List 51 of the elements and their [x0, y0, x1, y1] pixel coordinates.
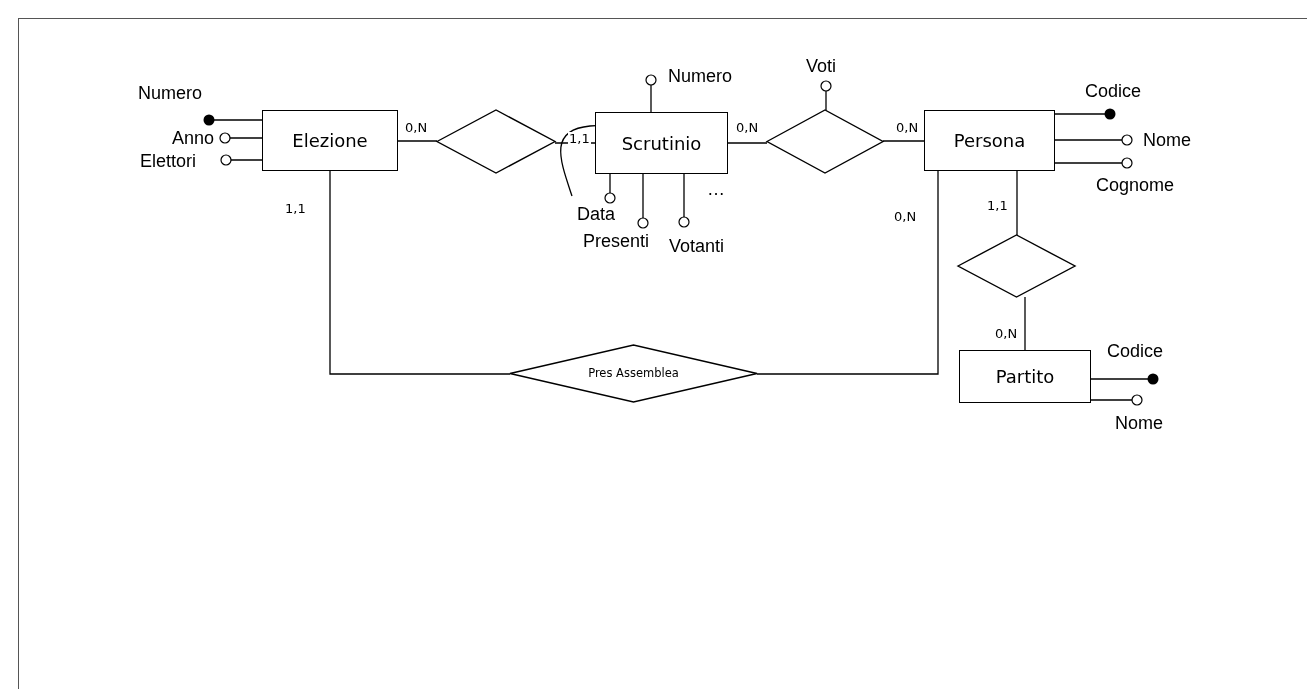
relationship-line: [397, 140, 438, 142]
relationship-line: [554, 142, 596, 144]
attribute-label: Presenti: [583, 232, 650, 250]
cardinality-label: 0,N: [994, 327, 1019, 340]
attribute-connector: [820, 80, 832, 111]
attribute-label: Numero: [668, 67, 733, 85]
entity-box: Scrutinio: [595, 112, 728, 174]
attribute-connector: [1090, 394, 1143, 406]
entity-box: Persona: [924, 110, 1055, 171]
attribute-connector: [1054, 157, 1133, 169]
attribute-label: Voti: [806, 57, 837, 75]
attribute-connector: [604, 173, 616, 204]
attribute-connector: [1090, 373, 1159, 385]
attribute-label: Nome: [1143, 131, 1191, 149]
relationship-diamond: [767, 110, 883, 173]
key-attribute-label: Codice: [1085, 82, 1142, 100]
attribute-connector: [219, 132, 263, 144]
attribute-label: Nome: [1115, 414, 1163, 432]
key-attribute-label: Codice: [1107, 342, 1164, 360]
attribute-connector: [220, 154, 263, 166]
relationship-line: [1024, 296, 1026, 351]
relationship-line: [882, 140, 925, 142]
cardinality-label: 0,N: [895, 121, 920, 134]
attribute-connector: [1054, 134, 1133, 146]
cardinality-label: 1,1: [284, 202, 307, 215]
attribute-connector: [678, 173, 690, 228]
relationship-line: [756, 170, 939, 375]
key-attribute-label: Numero: [138, 84, 203, 102]
relationship-diamond: [437, 110, 555, 173]
attribute-connector: [645, 74, 657, 113]
attribute-label: Elettori: [140, 152, 197, 170]
attribute-label: Votanti: [669, 237, 725, 255]
entity-box: Elezione: [262, 110, 398, 171]
ellipsis-label: …: [707, 180, 725, 198]
cardinality-label: 1,1: [568, 132, 591, 145]
cardinality-label: 0,N: [735, 121, 760, 134]
cardinality-label: 0,N: [404, 121, 429, 134]
relationship-diamond: [958, 235, 1075, 297]
relationship-diamond: Pres Assemblea: [510, 345, 757, 402]
cardinality-label: 0,N: [893, 210, 918, 223]
relationship-line: [1016, 170, 1018, 236]
attribute-label: Anno: [172, 129, 215, 147]
attribute-connector: [203, 114, 263, 126]
attribute-connector: [637, 173, 649, 229]
attribute-label: Data: [577, 205, 616, 223]
cardinality-label: 1,1: [986, 199, 1009, 212]
attribute-label: Cognome: [1096, 176, 1175, 194]
relationship-line: [329, 170, 511, 375]
entity-box: Partito: [959, 350, 1091, 403]
attribute-connector: [1054, 108, 1116, 120]
relationship-line: [727, 142, 768, 144]
